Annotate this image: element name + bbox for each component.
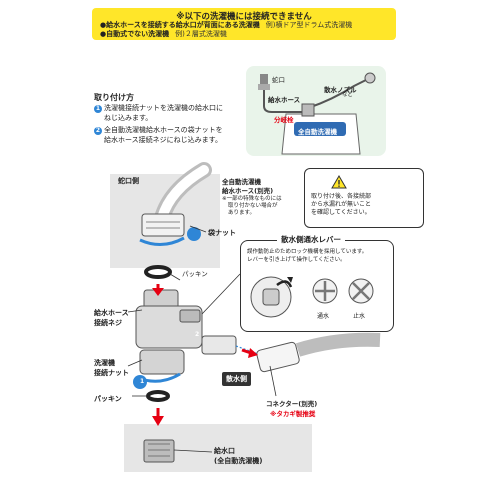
warning-banner: ※以下の洗濯機には接続できません ●給水ホースを接続する給水口が背面にある洗濯機…: [92, 8, 396, 40]
inset-faucet-label: 蛇口: [272, 76, 285, 84]
connector-label: コネクター(別売): [266, 400, 318, 408]
inlet-threads: [148, 443, 170, 457]
packing-bottom-label: パッキン: [94, 395, 122, 403]
banner-row-2: ●自動式でない洗濯機例)２層式洗濯機: [100, 30, 227, 39]
hose-title-line-2: 給水ホース(別売): [222, 187, 274, 195]
packing-top-label: パッキン: [182, 270, 208, 278]
step-1-line-1: 洗濯機接続ナットを洗濯機の給水口に: [104, 104, 223, 112]
banner-row-1: ●給水ホースを接続する給水口が背面にある洗濯機例)横ドア型ドラム式洗濯機: [100, 21, 352, 30]
overview-drawing: [258, 72, 376, 155]
lever-desc-1: 誤作動防止のためロック機構を採用しています。: [247, 249, 368, 255]
banner-row-1-strong: ●給水ホースを接続する給水口が背面にある洗濯機: [100, 21, 260, 29]
washer-nut-label-2: 接続ナット: [94, 369, 129, 377]
inset-nozzle-sub: など: [342, 92, 354, 98]
washer-nut-label-1: 洗濯機: [94, 359, 115, 367]
step-2-line-2: 給水ホース接続ネジにねじ込みます。: [104, 136, 222, 144]
inlet-pointer: [173, 449, 213, 453]
banner-row-2-strong: ●自動式でない洗濯機: [100, 30, 170, 38]
hose-screw-pointer: [127, 309, 143, 313]
banner-row-1-example: 例)横ドア型ドラム式洗濯機: [265, 21, 353, 29]
nozzle-shape: [364, 72, 376, 84]
step-1-number: 1: [94, 105, 102, 113]
inlet-shape: [143, 439, 175, 463]
hose-title-line-1: 全自動洗濯機: [222, 178, 261, 186]
bag-nut-ridges: [146, 221, 180, 229]
inset-machine-label: 全自動洗濯機: [298, 128, 337, 136]
inset-valve-label: 分岐栓: [274, 116, 294, 124]
washer-nut-shape: [139, 349, 185, 375]
step-2-number: 2: [94, 127, 102, 135]
connector-pointer: [269, 365, 277, 397]
stop-knob-cross: [352, 282, 370, 300]
rotate-arrow-2: [139, 236, 185, 246]
hose-note-line-3: あります。: [228, 210, 255, 216]
spray-hose-shape: [295, 332, 381, 357]
lever-drawings: [250, 276, 374, 318]
arrow-down-upper-head: [152, 288, 164, 296]
supply-hose-highlight: [157, 165, 209, 223]
lever-callout-pointer: [201, 273, 241, 315]
inset-nozzle-label: 散水ノズル: [324, 86, 357, 94]
arrow-right-head: [248, 348, 258, 358]
faucet-base-shape: [258, 84, 270, 90]
lever-callout-box: 散水側通水レバー 誤作動防止のためロック機構を採用しています。 レバーを引き上げ…: [240, 234, 394, 332]
bag-nut-shape: [141, 213, 185, 237]
banner-row-2-example: 例)２層式洗濯機: [175, 30, 227, 38]
caution-line-2: から水漏れが無いこと: [311, 201, 372, 208]
caution-line-1: 取り付け後、各接続部: [311, 193, 372, 200]
installation-overview-diagram: 蛇口 散水ノズル など 給水ホース 分岐栓 全自動洗濯機: [246, 66, 386, 156]
step-1-marker: [133, 375, 147, 389]
hose-note-line-2: 取り付かない場合が: [228, 203, 278, 209]
bag-nut-pointer: [189, 225, 207, 233]
flow-label: 通水: [317, 313, 330, 320]
washer-nut-pointer: [127, 359, 143, 367]
caution-line-3: を確認してください。: [311, 209, 371, 216]
step-2-line-1: 全自動洗濯機給水ホースの袋ナットを: [104, 126, 223, 134]
hose-screw-label-2: 接続ネジ: [94, 319, 122, 327]
valve-shape: [301, 103, 315, 117]
stop-label: 止水: [353, 313, 366, 320]
lever-shape: [179, 309, 201, 323]
bag-nut-label: 袋ナット: [208, 229, 236, 237]
lever-desc-2: レバーを引き上げて操作してください。: [247, 257, 346, 263]
top-packing-shape: [144, 265, 172, 279]
hose-note-line-1: ※一部の特殊なものには: [222, 196, 282, 202]
arrow-down-lower-head: [152, 416, 164, 426]
takagi-recommend-label: ※タカギ製推奨: [270, 410, 316, 418]
inlet-label-1: 給水口: [214, 447, 235, 455]
caution-box: 取り付け後、各接続部 から水漏れが無いこと を確認してください。: [304, 168, 424, 228]
step-2-marker: [187, 227, 201, 241]
washer-panel-shape: [294, 122, 346, 136]
banner-title: ※以下の洗濯機には接続できません: [176, 12, 312, 22]
flow-knob-cross: [315, 281, 335, 301]
packing-top-pointer: [169, 273, 181, 281]
step-1-line-2: ねじ込みます。: [104, 114, 153, 122]
lift-arrow-icon: [276, 280, 293, 288]
faucet-shape: [260, 74, 268, 84]
faucet-side-label: 蛇口側: [118, 177, 139, 185]
feed-hose-line: [263, 90, 308, 113]
inlet-label-2: (全自動洗濯機): [214, 457, 263, 465]
warning-triangle-icon: [331, 175, 347, 189]
bottom-packing-shape: [146, 390, 170, 402]
hose-screw-label-1: 給水ホース: [94, 309, 129, 317]
side-outlet-shape: [201, 335, 237, 355]
install-title: 取り付け方: [94, 93, 134, 102]
connector-shape: [256, 341, 300, 373]
lever-title: 散水側通水レバー: [277, 234, 345, 245]
step-1-number-tag: 1: [140, 378, 145, 385]
inset-hose-label: 給水ホース: [268, 96, 301, 104]
lever-knob-shape: [262, 288, 280, 306]
assembly-illustration: [110, 162, 381, 472]
spray-side-tag: 散水側: [222, 372, 251, 386]
lift-arrow-head: [287, 277, 293, 283]
step-2-number-tag: 2: [195, 331, 200, 338]
